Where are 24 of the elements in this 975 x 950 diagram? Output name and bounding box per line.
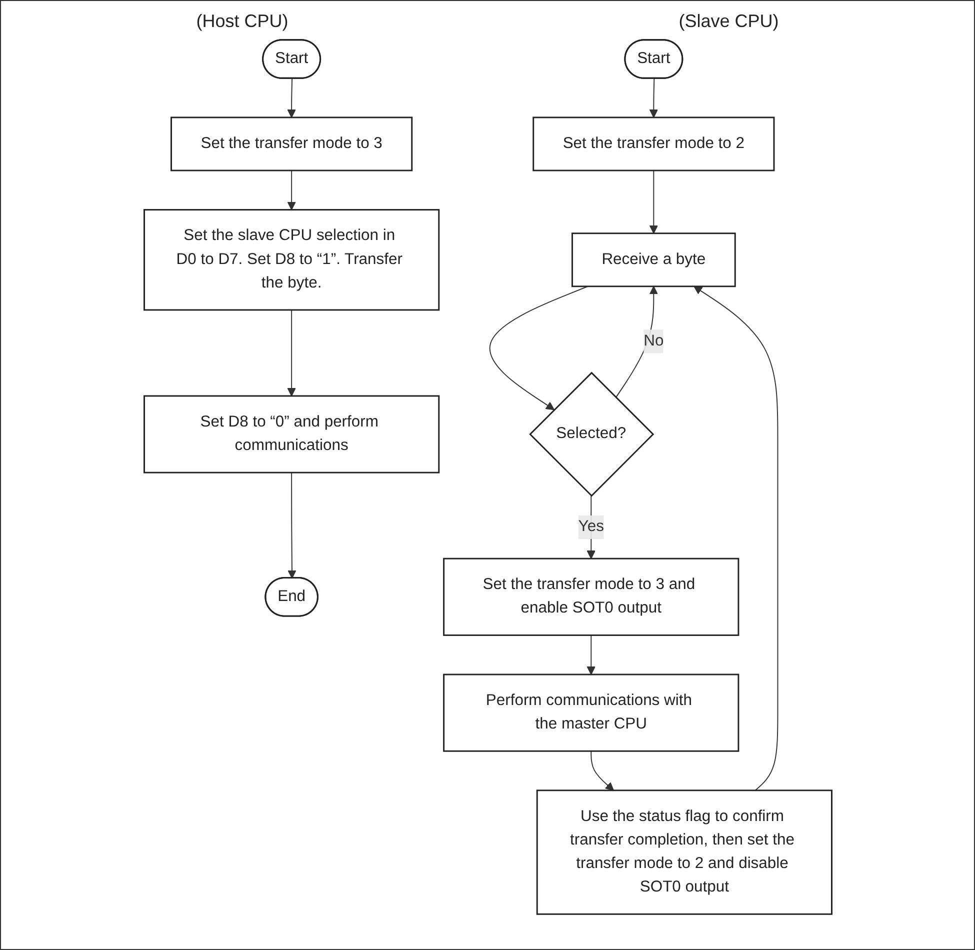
node-box: Receive a byte	[570, 232, 736, 288]
arrow	[590, 750, 614, 791]
node-box: Set D8 to “0” and perform communications	[143, 395, 440, 474]
node-box: Set the transfer mode to 3	[170, 116, 412, 172]
edge-label: No	[643, 332, 664, 350]
node-box: Use the status flag to confirm transfer completion, then set the transfer mode to 2 and disable SOT0 output	[536, 790, 832, 915]
node-box: Set the transfer mode to 3 and enable SOT0 output	[442, 558, 739, 636]
arrow	[648, 170, 658, 234]
arrow	[286, 309, 296, 396]
arrow	[488, 286, 588, 410]
node-box: Set the slave CPU selection in D0 to D7. Set D8 to “1”. Transfer the byte.	[143, 209, 440, 311]
arrow	[286, 78, 296, 118]
arrow	[614, 286, 658, 398]
node-box: Perform communications with the master CPU	[442, 674, 739, 752]
arrow	[648, 78, 658, 118]
node-diamond: Selected?	[528, 372, 654, 497]
arrow	[586, 634, 595, 675]
column-heading: (Slave CPU)	[678, 11, 779, 32]
node-box: Set the transfer mode to 2	[532, 116, 774, 172]
column-heading: (Host CPU)	[196, 11, 288, 32]
edge-label: Yes	[578, 518, 604, 536]
arrow	[287, 472, 296, 579]
arrow	[286, 170, 296, 210]
arrow	[693, 286, 778, 791]
